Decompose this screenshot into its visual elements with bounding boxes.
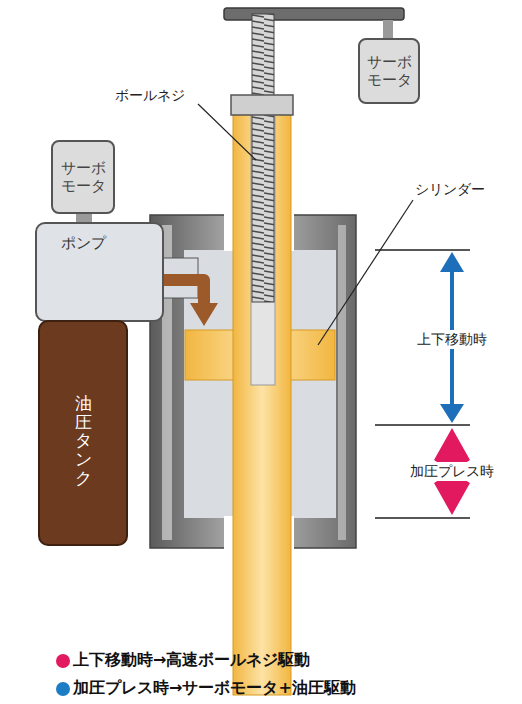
legend-dot	[56, 654, 70, 668]
legend-dot	[56, 682, 70, 696]
part-label: ボールネジ	[112, 86, 188, 105]
servo-motor: サーボ モータ	[358, 38, 420, 104]
range-label: 加圧プレス時	[407, 462, 497, 481]
node-text: ポンプ	[61, 234, 162, 252]
legend-text: 加圧プレス時→サーボモータ+油圧駆動	[73, 678, 356, 699]
node-text: サーボ モータ	[59, 159, 107, 195]
oil-tank: 油圧タンク	[38, 320, 128, 546]
node-text: 油圧タンク	[75, 394, 92, 487]
servo-motor: サーボ モータ	[51, 140, 115, 214]
legend-row: 加圧プレス時→サーボモータ+油圧駆動	[56, 678, 356, 699]
legend-row: 上下移動時→高速ボールネジ駆動	[56, 650, 310, 671]
range-label: 上下移動時	[414, 330, 490, 349]
pump-box: ポンプ	[35, 222, 164, 322]
legend-text: 上下移動時→高速ボールネジ駆動	[73, 650, 310, 671]
part-label: シリンダー	[412, 180, 488, 199]
node-text: サーボ モータ	[365, 53, 413, 89]
